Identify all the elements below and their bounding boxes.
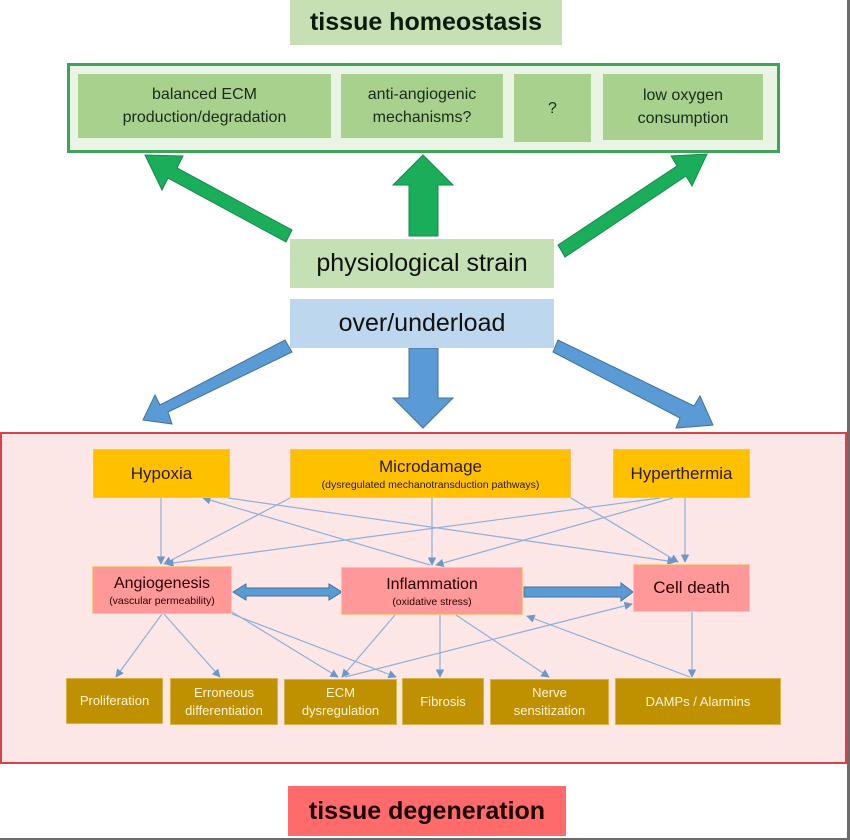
title-tissue-homeostasis-text: tissue homeostasis [309,8,543,36]
outcome-nerve-sensitization: Nerve sensitization [490,679,609,725]
connector-hypoxia-celldeath [227,497,676,566]
hypoxia-box: Hypoxia [93,449,230,498]
microdamage-sublabel: (dysregulated mechanotransduction pathwa… [321,478,540,491]
title-tissue-degeneration-text: tissue degeneration [308,796,546,825]
green-arrow-up-center [391,154,455,237]
connector-inflammation-hypoxia [202,496,431,566]
homeostasis-box-unknown: ? [514,74,591,142]
hypoxia-label: Hypoxia [130,463,193,483]
homeostasis-box-low-oxygen: low oxygen consumption [603,74,763,140]
connector-microdamage-angiogenesis [163,497,291,565]
outcome-fibrosis: Fibrosis [402,678,484,725]
microdamage-box: Microdamage (dysregulated mechanotransdu… [290,449,571,498]
double-arrow-angiogenesis-inflammation [232,583,343,601]
hyperthermia-label: Hyperthermia [630,463,733,483]
connector-microdamage-celldeath [570,497,679,563]
outcome-line: Nerve [532,685,567,700]
physiological-strain-box: physiological strain [290,239,554,288]
homeostasis-box-line: consumption [637,110,729,127]
green-arrow-up-right [557,153,708,258]
outcome-line: differentiation [185,702,263,718]
connector-hyperthermia-inflammation [435,497,674,567]
homeostasis-box-line: balanced ECM [152,86,257,103]
connector-angiogenesis-erroneous-differentiation [163,613,221,678]
homeostasis-box-line: mechanisms? [372,109,472,126]
angiogenesis-label: Angiogenesis [113,574,211,592]
outcome-line: dysregulation [301,703,380,718]
connector-inflammation-nerve [455,614,550,678]
homeostasis-box-line: production/degradation [122,109,287,126]
blue-arrow-down-center [391,347,455,429]
microdamage-label: Microdamage [379,456,482,476]
outcome-line: Proliferation [79,693,150,708]
physiological-strain-label: physiological strain [316,249,528,277]
homeostasis-box-line: anti-angiogenic [367,86,477,103]
connector-inflammation-ecm [341,614,396,678]
homeostasis-box-ecm: balanced ECM production/degradation [78,74,331,138]
title-tissue-degeneration: tissue degeneration [288,786,566,836]
outcome-line: DAMPs / Alarmins [645,693,751,709]
arrow-inflammation-celldeath [523,582,634,602]
connector-damps-inflammation [526,614,691,678]
homeostasis-box-line: low oxygen [642,87,724,104]
outcome-damps-alarmins: DAMPs / Alarmins [615,678,781,725]
window-edge-right [847,0,850,840]
over-underload-label: over/underload [338,309,506,337]
outcome-line: Erroneous [194,684,254,700]
over-underload-box: over/underload [290,299,554,348]
inflammation-sublabel: (oxidative stress) [392,595,472,608]
connector-angiogenesis-fibrosis [231,613,397,679]
outcome-line: Fibrosis [420,693,466,709]
green-arrow-up-left [144,154,293,243]
hyperthermia-box: Hyperthermia [613,449,750,498]
outcome-proliferation: Proliferation [66,678,163,724]
homeostasis-box-line: ? [548,99,557,117]
outcome-ecm-dysregulation: ECM dysregulation [284,679,397,725]
blue-arrow-down-left [142,339,293,425]
cell-death-label: Cell death [653,578,730,597]
outcome-line: ECM [326,685,355,700]
connector-angiogenesis-ecm [231,611,339,678]
blue-arrow-down-right [552,339,714,429]
window-edge-bottom [0,838,850,840]
title-tissue-homeostasis: tissue homeostasis [290,0,562,45]
outcome-line: sensitization [513,703,586,718]
angiogenesis-box: Angiogenesis (vascular permeability) [92,566,232,614]
connector-hyperthermia-angiogenesis [165,497,661,568]
connector-ecm-celldeath [344,601,633,678]
connector-angiogenesis-proliferation [115,613,163,678]
outcome-erroneous-differentiation: Erroneous differentiation [170,678,278,725]
angiogenesis-sublabel: (vascular permeability) [109,594,215,607]
homeostasis-box-anti-angiogenic: anti-angiogenic mechanisms? [341,74,503,138]
inflammation-label: Inflammation [386,575,478,593]
cell-death-box: Cell death [633,564,750,612]
inflammation-box: Inflammation (oxidative stress) [341,567,523,615]
